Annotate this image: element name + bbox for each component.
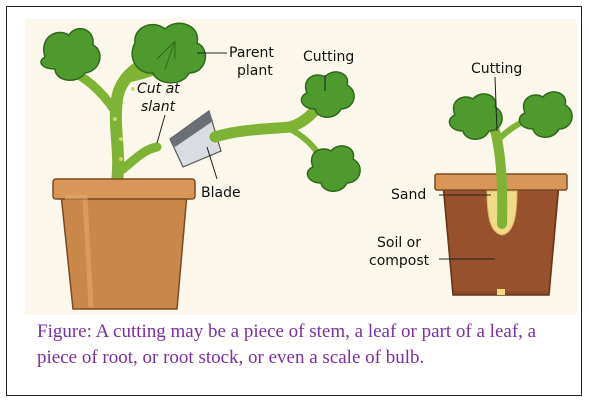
figure-caption: Figure: A cutting may be a piece of stem… [37,319,577,371]
label-blade: Blade [201,185,241,202]
figure-frame: Parent plant Cutting Cut at slant Blade … [6,6,582,396]
diagram-panel: Parent plant Cutting Cut at slant Blade … [25,19,577,315]
label-soil-line1: Soil or [377,235,421,252]
left-cutting [215,72,360,191]
left-pot [53,179,195,309]
label-parent-plant-line1: Parent [229,45,274,62]
label-parent-plant-line2: plant [237,63,273,80]
label-cut-at-line1: Cut at [137,81,180,98]
label-soil-line2: compost [369,253,429,270]
label-sand: Sand [391,187,426,204]
label-cutting-right: Cutting [471,61,522,78]
label-cut-at-line2: slant [141,99,175,116]
label-cutting-left: Cutting [303,49,354,66]
